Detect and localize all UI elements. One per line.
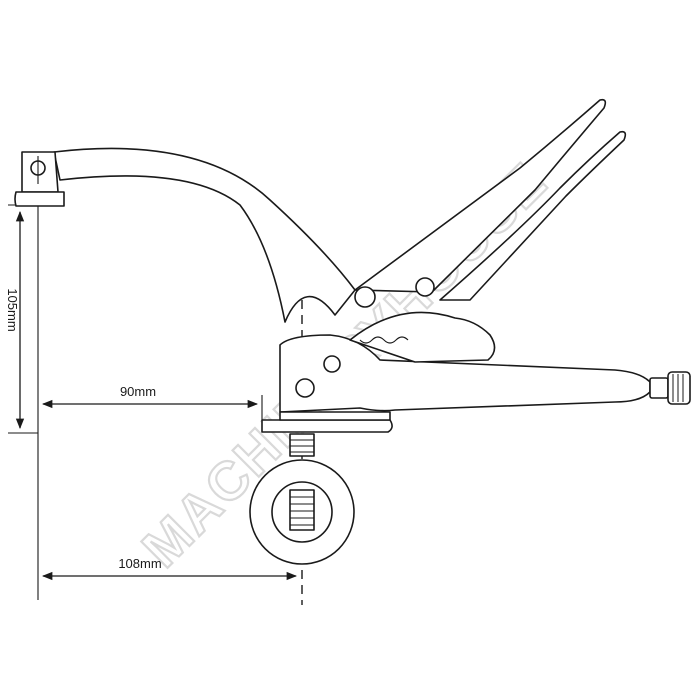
body-hole-lower: [295, 378, 315, 398]
lower-jaw-release-lever: [349, 311, 496, 363]
ring-die-insert: [289, 489, 315, 531]
pivot-pin-left: [354, 286, 376, 308]
pivot-pin-right: [415, 277, 435, 297]
dimension-horizontal-upper: 90mm: [41, 384, 259, 409]
dimension-horizontal-lower: 108mm: [41, 556, 298, 581]
punch-collar: [279, 411, 391, 421]
knob-knurling: [672, 374, 684, 402]
dimension-vertical-label: 105mm: [5, 288, 20, 331]
lower-jaw-body: [279, 334, 651, 413]
adjustment-screw: [649, 377, 669, 399]
anvil-base: [14, 191, 65, 207]
spring: [359, 336, 409, 344]
upper-handle: [354, 98, 607, 293]
dimension-horizontal-lower-label: 108mm: [118, 556, 161, 571]
adjustment-knob: [667, 371, 691, 405]
upper-handle-inner: [439, 130, 627, 301]
punch-guide: [261, 419, 393, 433]
dimension-horizontal-upper-label: 90mm: [120, 384, 156, 399]
tool-drawing: [14, 98, 691, 565]
c-frame-arm: [53, 147, 356, 323]
body-hole-upper: [323, 355, 341, 373]
stem-threads: [290, 439, 314, 453]
insert-threads: [290, 496, 314, 526]
dimension-vertical: 105mm: [5, 210, 25, 430]
threaded-stem: [289, 433, 315, 457]
